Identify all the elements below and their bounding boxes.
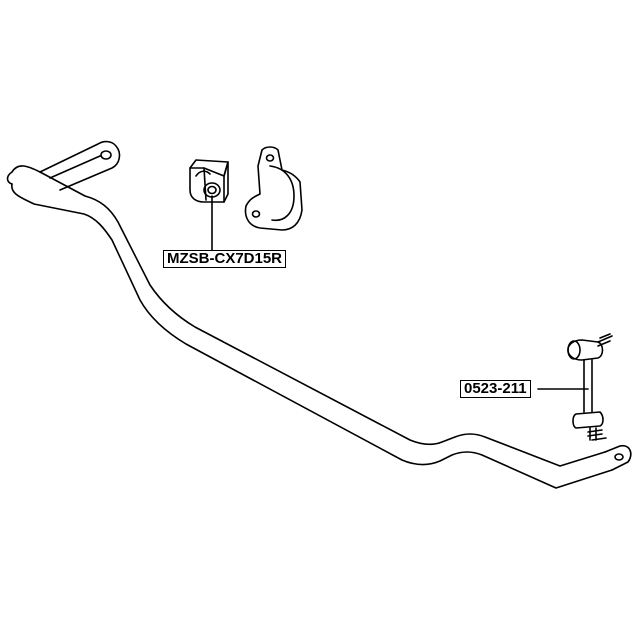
bushing-clamp-bracket <box>244 146 303 231</box>
stabilizer-link <box>567 333 613 441</box>
bar-left-eye <box>39 140 121 191</box>
link-part-number-label: 0523-211 <box>460 380 531 398</box>
stabilizer-bushing <box>189 159 229 203</box>
bushing-part-number-label: MZSB-CX7D15R <box>163 250 287 268</box>
stabilizer-bar <box>6 165 613 489</box>
bar-right-eye <box>604 444 632 471</box>
